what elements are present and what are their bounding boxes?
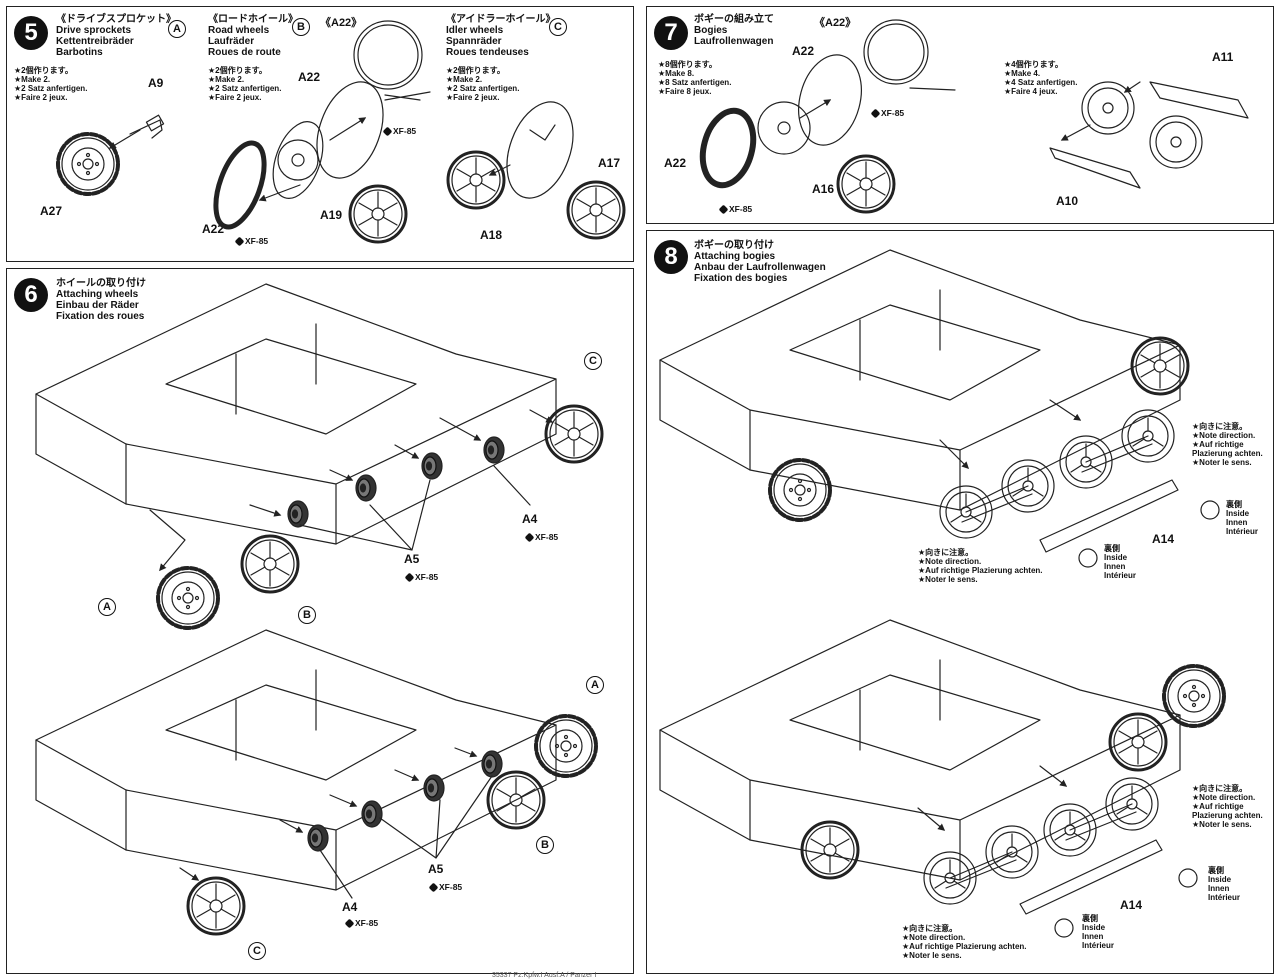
- step-5-number: 5: [14, 16, 48, 50]
- part-a14-bottom: A14: [1120, 898, 1143, 912]
- step-5-panel: [6, 6, 634, 262]
- step-6-number: 6: [14, 278, 48, 312]
- part-a4-top: A4: [522, 512, 538, 526]
- paint-xf85-step6-d: XF-85: [428, 882, 462, 893]
- badge-a-bottom: A: [586, 676, 604, 694]
- direction-note-bottom-left: ★向きに注意。★Note direction.★Auf richtige Pla…: [902, 924, 1027, 960]
- paint-xf85-step6-b: XF-85: [404, 572, 438, 583]
- part-a22-step7-left: A22: [664, 156, 687, 170]
- paint-xf85-step7-b: XF-85: [718, 204, 752, 215]
- badge-b-top: B: [298, 606, 316, 624]
- part-a14-top: A14: [1152, 532, 1175, 546]
- paint-xf85-step5-a: XF-85: [382, 126, 416, 137]
- step-6-panel: [6, 268, 634, 974]
- part-a22-bottom: A22: [202, 222, 225, 236]
- step7-a22-ref: 《A22》: [814, 17, 857, 29]
- badge-c-top: C: [584, 352, 602, 370]
- part-a5-bottom: A5: [428, 862, 444, 876]
- footer-text: 35337 Pz.Kpfw.I Ausf.A / Panzer I: [492, 972, 597, 979]
- idler-letter-badge: C: [549, 18, 567, 36]
- part-a9: A9: [148, 76, 164, 90]
- road-letter-badge: B: [292, 18, 310, 36]
- part-a4-bottom: A4: [342, 900, 358, 914]
- sprocket-letter-badge: A: [168, 20, 186, 38]
- part-a17: A17: [598, 156, 621, 170]
- step5-a22-ref: 《A22》: [320, 17, 363, 29]
- paint-xf85-step6-a: XF-85: [524, 532, 558, 543]
- paint-xf85-step7-a: XF-85: [870, 108, 904, 119]
- step-7-number: 7: [654, 16, 688, 50]
- part-a11: A11: [1212, 50, 1234, 64]
- part-a27: A27: [40, 204, 63, 218]
- part-a22-top: A22: [298, 70, 321, 84]
- bogie-notes-left: ★8個作ります。★Make 8.★8 Satz anfertigen.★Fair…: [658, 60, 732, 96]
- part-a18: A18: [480, 228, 503, 242]
- badge-c-bottom: C: [248, 942, 266, 960]
- part-a16: A16: [812, 182, 835, 196]
- step-8-number: 8: [654, 240, 688, 274]
- part-a10: A10: [1056, 194, 1079, 208]
- paint-xf85-step5-b: XF-85: [234, 236, 268, 247]
- step-7-panel: [646, 6, 1274, 224]
- road-notes: ★2個作ります。★Make 2.★2 Satz anfertigen.★Fair…: [208, 66, 282, 102]
- part-a22-step7-top: A22: [792, 44, 815, 58]
- direction-note-top-left: ★向きに注意。★Note direction.★Auf richtige Pla…: [918, 548, 1043, 584]
- badge-b-bottom: B: [536, 836, 554, 854]
- paint-xf85-step6-c: XF-85: [344, 918, 378, 929]
- part-a5-top: A5: [404, 552, 420, 566]
- sprocket-notes: ★2個作ります。★Make 2.★2 Satz anfertigen.★Fair…: [14, 66, 88, 102]
- part-a19: A19: [320, 208, 343, 222]
- bogie-notes-right: ★4個作ります。★Make 4.★4 Satz anfertigen.★Fair…: [1004, 60, 1078, 96]
- badge-a-top: A: [98, 598, 116, 616]
- idler-notes: ★2個作ります。★Make 2.★2 Satz anfertigen.★Fair…: [446, 66, 520, 102]
